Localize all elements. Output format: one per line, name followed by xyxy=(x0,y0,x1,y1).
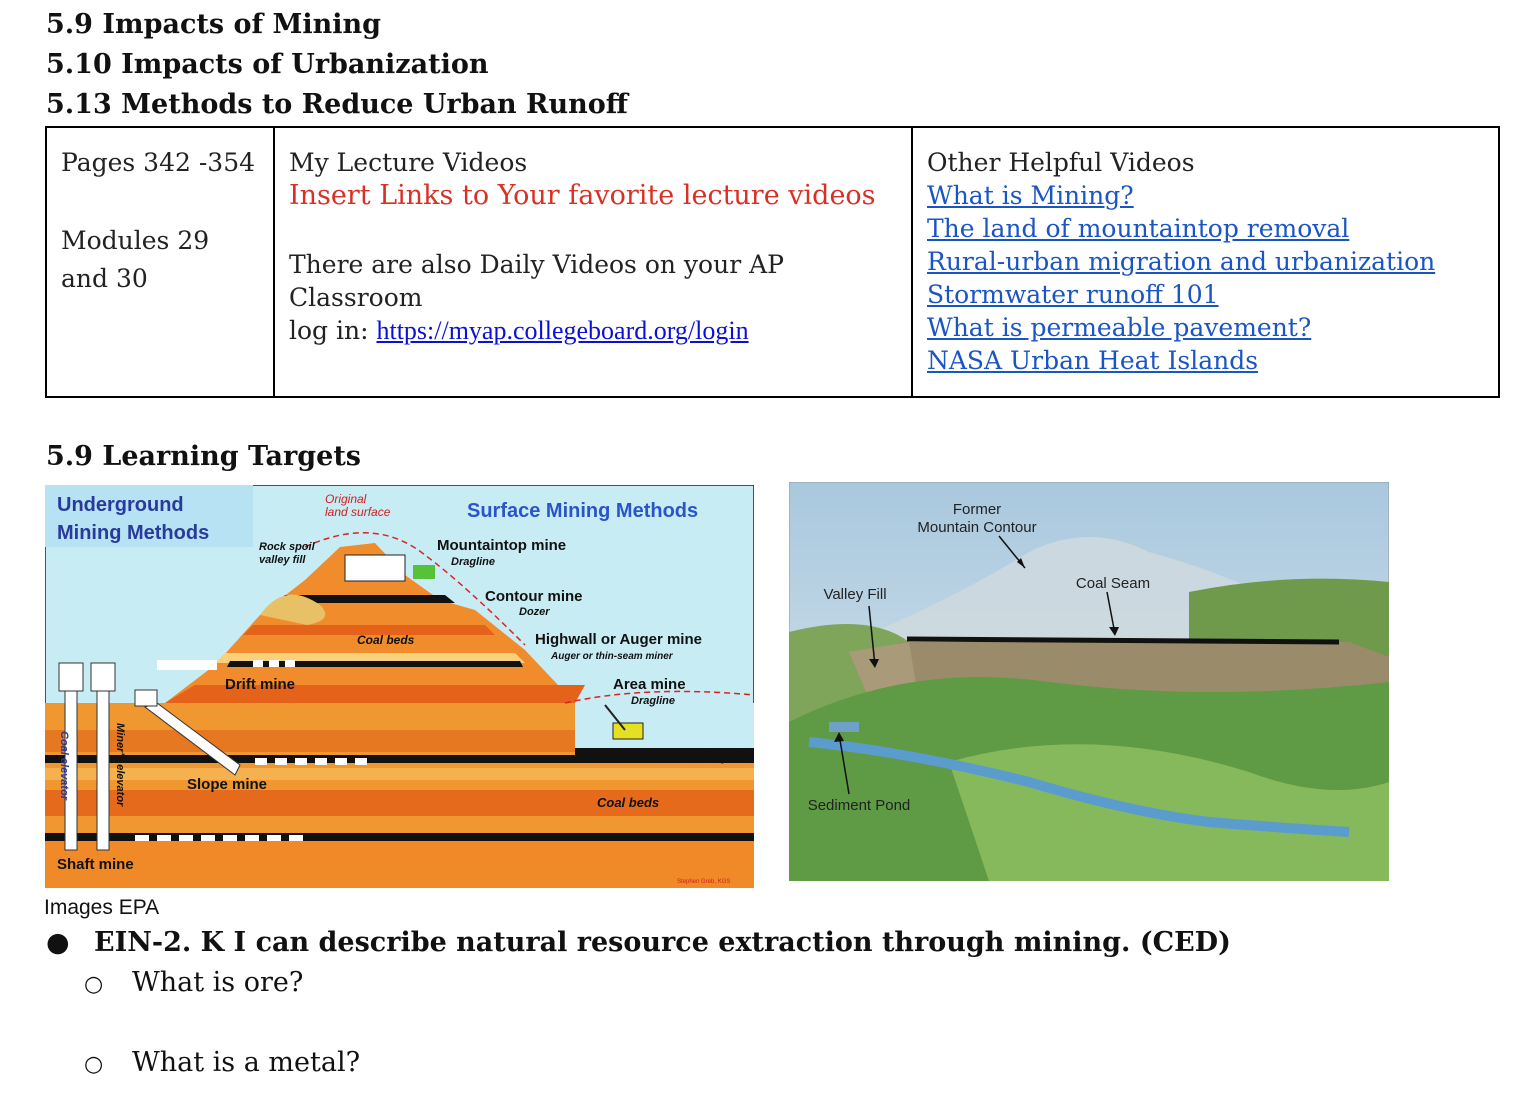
label-dozer: Dozer xyxy=(519,606,550,618)
heading-impacts-of-mining: 5.9 Impacts of Mining xyxy=(46,9,382,40)
link-rural-urban-migration[interactable]: Rural-urban migration and urbanization xyxy=(927,247,1436,276)
ap-classroom-login-link[interactable]: https://myap.collegeboard.org/login xyxy=(376,316,749,345)
label-miners-elevator: Miner's elevator xyxy=(114,723,126,807)
label-mountaintop-mine: Mountaintop mine xyxy=(437,537,566,554)
label-coal-beds-bottom: Coal beds xyxy=(597,795,659,810)
learning-targets-heading: 5.9 Learning Targets xyxy=(46,441,362,472)
label-coal-elevator: Coal elevator xyxy=(58,731,70,801)
link-stormwater-runoff[interactable]: Stormwater runoff 101 xyxy=(927,280,1219,309)
mountaintop-removal-diagram: Former Mountain Contour Coal Seam Valley… xyxy=(788,481,1390,882)
label-valley-fill: valley fill xyxy=(259,554,306,566)
label-highwall-mine: Highwall or Auger mine xyxy=(535,631,702,648)
link-mountaintop-removal[interactable]: The land of mountaintop removal xyxy=(927,214,1350,243)
label-original: Original xyxy=(325,492,367,506)
login-prefix: log in: xyxy=(289,316,377,345)
label-credit: Stephen Greb, KGS xyxy=(677,879,730,885)
bullet-dot: ● xyxy=(46,927,70,958)
label-coal-seam: Coal Seam xyxy=(1076,575,1150,592)
label-contour-mine: Contour mine xyxy=(485,588,583,605)
resource-table: Pages 342 -354 Modules 29 and 30 My Lect… xyxy=(45,126,1500,398)
mountaintop-removal-illustration: Former Mountain Contour Coal Seam Valley… xyxy=(788,481,1390,882)
mining-methods-diagram: Underground Mining Methods Surface Minin… xyxy=(44,484,755,889)
learning-target-text: EIN-2. K I can describe natural resource… xyxy=(94,927,1231,958)
label-rock-spoil: Rock spoil xyxy=(259,541,316,553)
label-rock-spoil-right: Rock spoil xyxy=(679,749,745,764)
label-dragline-top: Dragline xyxy=(451,556,495,568)
sub-bullet-circle: ○ xyxy=(84,1052,104,1077)
link-what-is-mining[interactable]: What is Mining? xyxy=(927,181,1134,210)
heading-impacts-of-urbanization: 5.10 Impacts of Urbanization xyxy=(46,49,489,80)
helpful-videos-cell: Other Helpful Videos What is Mining? The… xyxy=(911,126,1500,398)
sub-item-ore-text: What is ore? xyxy=(132,967,304,998)
learning-target-bullet: ● EIN-2. K I can describe natural resourc… xyxy=(46,924,1231,962)
label-drift-mine: Drift mine xyxy=(225,676,295,693)
label-shaft-mine: Shaft mine xyxy=(57,856,134,873)
sub-item-metal: ○ What is a metal? xyxy=(84,1044,360,1084)
helpful-videos-title: Other Helpful Videos xyxy=(927,148,1195,177)
label-dragline-area: Dragline xyxy=(631,695,675,707)
lecture-videos-cell: My Lecture Videos Insert Links to Your f… xyxy=(273,126,913,398)
label-valley-fill: Valley Fill xyxy=(823,586,886,603)
lecture-videos-title: My Lecture Videos xyxy=(289,148,528,177)
label-auger: Auger or thin-seam miner xyxy=(550,651,674,662)
mining-methods-illustration: Underground Mining Methods Surface Minin… xyxy=(44,484,755,889)
label-area-mine: Area mine xyxy=(613,676,686,693)
pages-cell: Pages 342 -354 Modules 29 and 30 xyxy=(45,126,275,398)
label-underground: Underground xyxy=(57,494,184,516)
modules-text: Modules 29 and 30 xyxy=(61,226,210,293)
label-mountain-contour: Mountain Contour xyxy=(917,519,1036,536)
sub-item-metal-text: What is a metal? xyxy=(132,1047,361,1078)
label-coal-beds-top: Coal beds xyxy=(357,633,415,647)
label-slope-mine: Slope mine xyxy=(187,776,267,793)
label-land-surface: land surface xyxy=(325,505,391,519)
sub-item-ore: ○ What is ore? xyxy=(84,964,303,1004)
label-mining-methods: Mining Methods xyxy=(57,522,209,544)
label-former: Former xyxy=(953,501,1001,518)
sub-bullet-circle: ○ xyxy=(84,972,104,997)
link-permeable-pavement[interactable]: What is permeable pavement? xyxy=(927,313,1312,342)
label-surface-mining-methods: Surface Mining Methods xyxy=(467,500,698,522)
label-sediment-pond: Sediment Pond xyxy=(808,797,911,814)
pages-text: Pages 342 -354 xyxy=(61,148,256,177)
insert-links-note: Insert Links to Your favorite lecture vi… xyxy=(289,180,876,211)
image-caption: Images EPA xyxy=(44,896,160,919)
login-line: log in: https://myap.collegeboard.org/lo… xyxy=(289,314,897,347)
daily-videos-text: There are also Daily Videos on your AP C… xyxy=(289,250,784,312)
link-nasa-heat-islands[interactable]: NASA Urban Heat Islands xyxy=(927,346,1259,375)
heading-methods-urban-runoff: 5.13 Methods to Reduce Urban Runoff xyxy=(46,89,628,120)
